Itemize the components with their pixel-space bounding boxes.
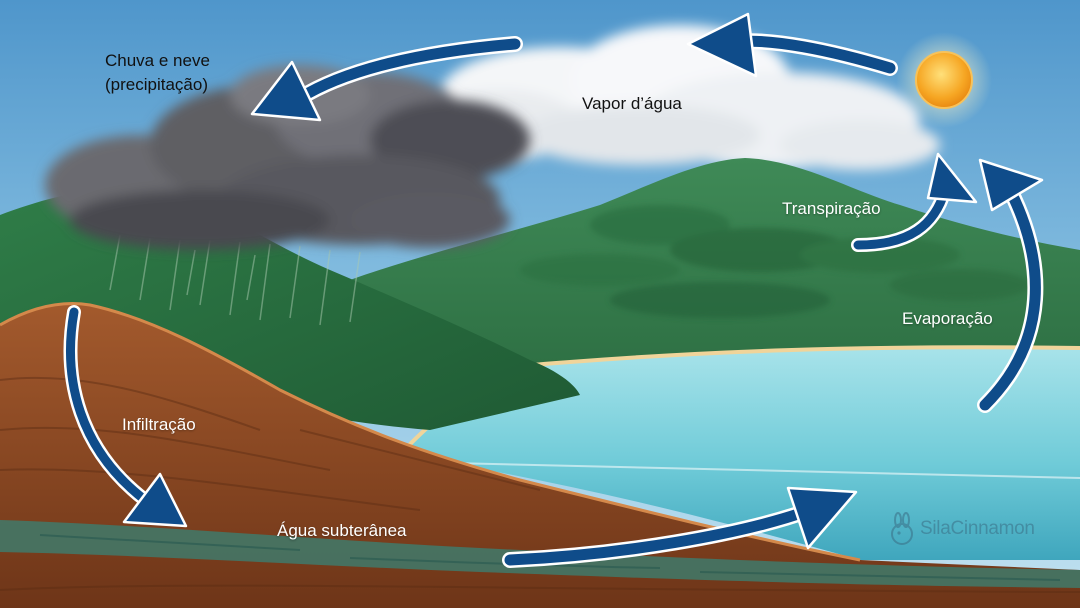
watermark-text: SilaCinnamon <box>920 518 1035 539</box>
rain-streaks <box>109 234 361 326</box>
sun <box>896 32 992 128</box>
arrow-transpiration <box>851 152 978 252</box>
lake <box>400 347 1080 560</box>
arrow-precipitation <box>250 36 523 122</box>
soil-layer <box>0 303 1080 608</box>
arrow-groundwater <box>502 486 858 568</box>
rabbit-logo-icon <box>891 512 913 545</box>
label-infiltration: Infiltração <box>122 415 196 434</box>
label-precipitation-line2: (precipitação) <box>105 75 208 94</box>
label-transpiration: Transpiração <box>782 199 881 218</box>
arrow-infiltration <box>63 305 188 528</box>
label-precipitation-line1: Chuva e neve <box>105 51 210 70</box>
arrow-evaporation <box>977 158 1044 413</box>
forest-texture <box>520 205 1030 318</box>
label-water-vapor: Vapor d’água <box>582 94 682 113</box>
lake-horizon-line <box>409 461 1080 479</box>
soil-texture <box>0 376 1080 593</box>
arrow-vapor <box>686 12 898 78</box>
watermark: SilaCinnamon <box>888 512 1035 546</box>
label-groundwater: Água subterânea <box>277 521 407 540</box>
soil-top-edge <box>0 302 861 562</box>
label-evaporation: Evaporação <box>902 309 993 328</box>
